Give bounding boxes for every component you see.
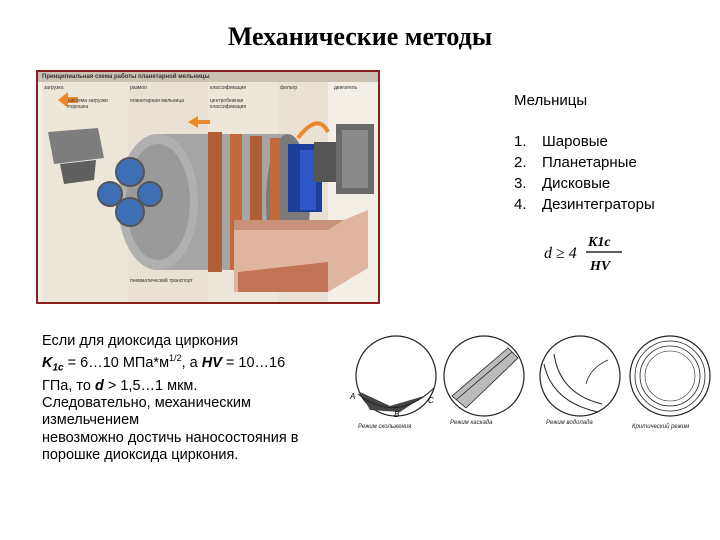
hv-pre: , а xyxy=(181,355,202,372)
formula-numerator: K1c xyxy=(587,235,611,250)
figure-caption-transport: пневматический транспорт xyxy=(130,278,193,284)
line3-post: > 1,5…1 мкм. xyxy=(103,377,198,394)
list-item-text: Дисковые xyxy=(542,175,611,192)
paragraph-line: порошке диоксида циркония. xyxy=(42,447,239,464)
mill-regime-diagrams: A B C Режим скольжения Режим каскада Реж… xyxy=(340,324,720,474)
list-heading: Мельницы xyxy=(514,92,588,109)
formula-graphic: d ≥ 4 K1c HV xyxy=(544,235,622,274)
list-item: 2. Планетарные xyxy=(514,152,714,173)
k-sub: 1c xyxy=(52,363,64,375)
paragraph-line: Следовательно, механическим xyxy=(42,394,251,411)
figure-caption-centrifugal: центробежная классификация xyxy=(210,98,247,110)
list-item-text: Дезинтеграторы xyxy=(542,196,655,213)
paragraph-line: невозможно достичь наносостояния в xyxy=(42,429,299,446)
figure-caption-powder-loading: система загрузки порошка xyxy=(68,98,108,110)
figure-caption-motor: двигатель xyxy=(334,85,358,91)
letter-c: C xyxy=(428,396,434,405)
paragraph-line: ГПа, то d > 1,5…1 мкм. xyxy=(42,378,342,395)
list-item-number: 3. xyxy=(514,175,527,192)
regime-drawings xyxy=(355,335,711,417)
letter-b: B xyxy=(394,410,400,419)
list-item-text: Шаровые xyxy=(542,133,608,150)
list-item-number: 2. xyxy=(514,154,527,171)
k-label: K xyxy=(42,355,53,372)
paragraph-line: K1c = 6…10 МПа*м1/2, а HV = 10…16 xyxy=(42,350,342,377)
hv-text: = 10…16 xyxy=(221,355,286,372)
planetary-mill-figure: Принципиальная схема работы планетарной … xyxy=(36,70,380,304)
label-cascade: Режим каскада xyxy=(450,420,493,426)
particle-size-formula: d ≥ 4 K1c HV xyxy=(542,230,632,281)
list-item-number: 4. xyxy=(514,196,527,213)
page-title: Механические методы xyxy=(227,22,493,51)
letter-a: A xyxy=(350,392,356,401)
figure-caption-planetary-mill: планетарная мельница xyxy=(130,98,184,104)
formula-denominator: HV xyxy=(589,259,612,274)
mill-types-list: Мельницы 1. Шаровые 2. Планетарные 3. Ди… xyxy=(514,92,714,215)
label-critical: Критический режим xyxy=(632,424,690,430)
hv-label: HV xyxy=(201,355,222,372)
zirconia-paragraph: Если для диоксида циркония K1c = 6…10 МП… xyxy=(42,333,342,465)
formula-lhs: d ≥ 4 xyxy=(544,245,577,262)
figure-caption-classification: классификация xyxy=(210,85,247,91)
list-item-text: Планетарные xyxy=(542,154,637,171)
label-sliding: Режим скольжения xyxy=(358,424,412,430)
label-waterfall: Режим водопада xyxy=(546,420,593,426)
list-item: 4. Дезинтеграторы xyxy=(514,194,714,215)
k-sup: 1/2 xyxy=(169,353,182,364)
figure-header: Принципиальная схема работы планетарной … xyxy=(42,74,210,80)
paragraph-line: Если для диоксида циркония xyxy=(42,333,239,349)
list-item: 3. Дисковые xyxy=(514,173,714,194)
paragraph-line: измельчением xyxy=(42,412,140,429)
figure-caption-filter: фильтр xyxy=(280,85,298,91)
mill-illustration xyxy=(38,72,378,302)
line3-pre: ГПа, то xyxy=(42,377,95,394)
figure-caption-milling: размол xyxy=(130,85,147,91)
d-label: d xyxy=(94,377,104,394)
figure-caption-loading: загрузка xyxy=(44,85,64,91)
list-item: 1. Шаровые xyxy=(514,131,714,152)
list-item-number: 1. xyxy=(514,133,527,150)
k-text: = 6…10 МПа*м xyxy=(63,355,170,372)
